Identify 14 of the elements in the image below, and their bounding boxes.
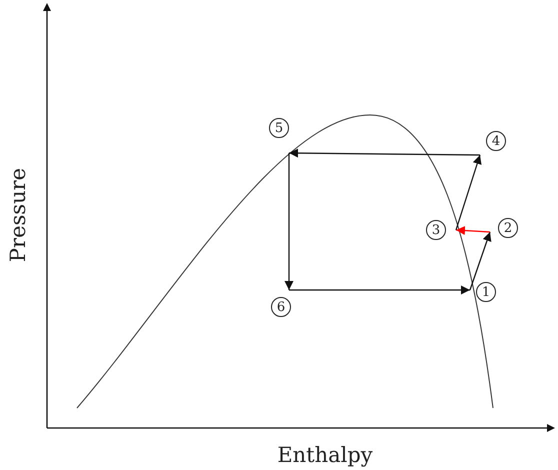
state-point-marker: 1 <box>476 282 496 302</box>
arrow <box>469 232 492 290</box>
state-point-marker: 6 <box>271 297 291 317</box>
state-point-marker: 5 <box>269 118 289 138</box>
axis-title: Pressure <box>6 168 30 262</box>
state-point-marker: 2 <box>498 218 518 238</box>
axis-title: Enthalpy <box>277 443 373 467</box>
arrow <box>455 154 482 230</box>
state-point-marker: 4 <box>486 131 506 151</box>
state-point-marker: 3 <box>426 220 446 240</box>
arrow <box>456 226 490 236</box>
arrow <box>289 148 480 158</box>
arrow <box>284 153 294 290</box>
arrow <box>289 286 470 294</box>
